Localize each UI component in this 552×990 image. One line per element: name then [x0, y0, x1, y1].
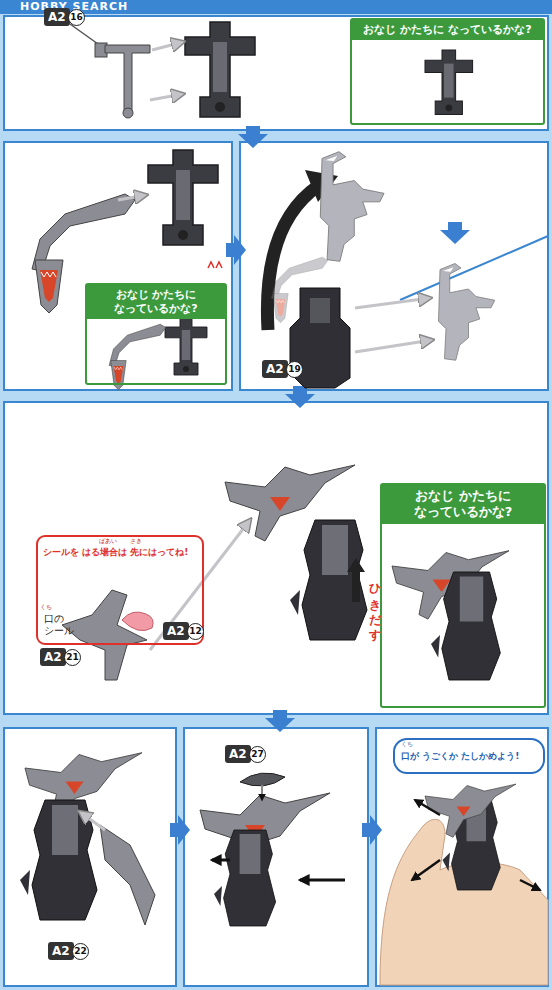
- furigana: くち: [40, 603, 52, 612]
- click-mark: [208, 262, 222, 268]
- leader-line: [70, 24, 98, 44]
- step-arrow: [285, 386, 315, 408]
- check-heading: おなじ かたちに なっているかな?: [87, 285, 225, 319]
- part-number: 21: [64, 649, 81, 666]
- runner-label: A2: [262, 360, 288, 378]
- part-16: [95, 43, 150, 118]
- sticker-icon: [122, 612, 153, 631]
- figure-crest: [425, 784, 516, 837]
- step-arrow: [238, 126, 268, 148]
- part-number: 16: [68, 9, 85, 26]
- insert-arrow: [261, 785, 263, 800]
- furigana: さき: [130, 537, 142, 546]
- assembly: [439, 264, 495, 361]
- step-panel: [240, 142, 548, 390]
- runner-label: A2: [44, 8, 70, 26]
- insert-arrow: [80, 812, 105, 830]
- insert-arrow: [150, 94, 183, 100]
- part-number: 22: [72, 943, 89, 960]
- check-box: おなじ かたちに なっているかな?: [85, 283, 227, 385]
- tip-bubble: 口が うごくか たしかめよう!: [393, 738, 545, 774]
- runner-label: A2: [48, 942, 74, 960]
- check-heading: おなじ かたちに なっているかな?: [382, 485, 544, 524]
- insert-arrow: [118, 195, 146, 200]
- runner-label: A2: [40, 648, 66, 666]
- check-box: おなじ かたちに なっているかな?: [350, 18, 545, 125]
- step-panel: [376, 728, 548, 986]
- insert-arrow: [355, 340, 432, 352]
- push-arrow: [212, 859, 230, 862]
- step-panel: [4, 728, 176, 986]
- move-arrow: [412, 860, 440, 880]
- check-assembly: [165, 318, 207, 375]
- pull-arrow: [347, 558, 365, 602]
- move-arrow: [520, 880, 540, 890]
- body-assembly: [290, 520, 367, 640]
- step-panel: [4, 16, 548, 130]
- sticker-label: 口の シール: [44, 613, 74, 637]
- furigana: ばあい: [99, 537, 117, 546]
- check-box: おなじ かたちに なっているかな?: [380, 483, 546, 708]
- part-number: 12: [187, 623, 204, 640]
- body-assembly: [214, 830, 276, 926]
- step-panel: [184, 728, 368, 986]
- step-panel: [4, 402, 548, 714]
- rotated-assembly: [320, 152, 384, 262]
- insert-arrow: [152, 42, 183, 50]
- part-21: [62, 590, 147, 680]
- step-arrow: [226, 235, 246, 265]
- push-arrow: [300, 879, 345, 882]
- part-27: [240, 773, 285, 786]
- pull-instruction: ひきだす: [366, 575, 383, 635]
- runner-label: A2: [225, 745, 251, 763]
- part-22: [100, 825, 155, 925]
- check-heading: おなじ かたちに なっているかな?: [352, 20, 543, 40]
- insert-arrow: [355, 298, 430, 308]
- part-number: 27: [249, 746, 266, 763]
- step-arrow: [362, 815, 382, 845]
- step-arrow: [265, 710, 295, 732]
- step-panel: [4, 142, 232, 390]
- note-text: シールを はる場合は 先にはってね!: [43, 546, 188, 559]
- tip-text: 口が うごくか たしかめよう!: [395, 740, 543, 765]
- furigana: くち: [401, 740, 413, 749]
- check-assembly: [425, 50, 473, 115]
- check-body: [431, 572, 500, 680]
- body-assembly: [20, 800, 97, 920]
- insert-arrow: [150, 520, 250, 650]
- step-arrow: [170, 815, 190, 845]
- move-arrow: [415, 800, 440, 815]
- check-arm: [109, 324, 166, 389]
- part-number: 19: [286, 361, 303, 378]
- assembly: [185, 22, 255, 117]
- panel-divider: [400, 236, 548, 300]
- assembly: [148, 150, 218, 245]
- runner-label: A2: [163, 622, 189, 640]
- step-arrow: [440, 222, 470, 244]
